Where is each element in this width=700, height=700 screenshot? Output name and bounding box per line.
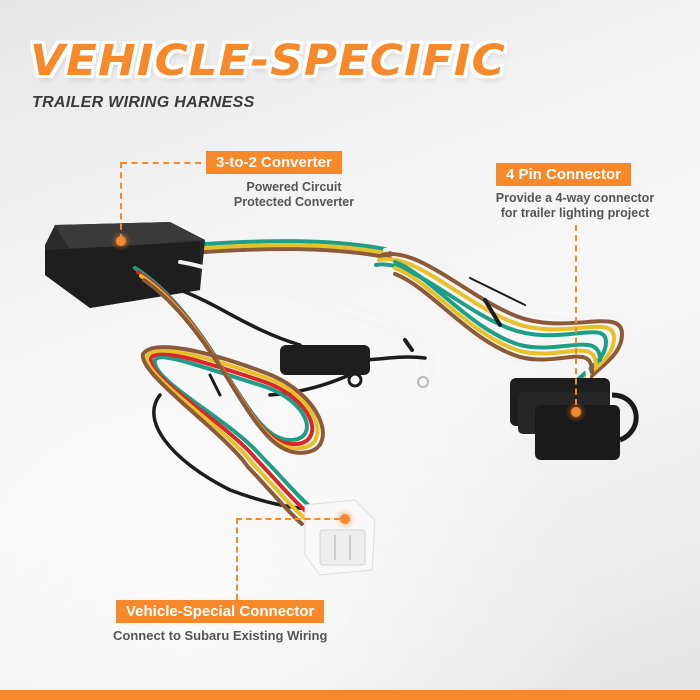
bottom-accent-bar [0,690,700,700]
vehicle-connector-leader-line-horizontal [236,518,340,520]
converter-box-shape [45,222,205,308]
converter-leader-line-vertical [120,162,122,240]
four-pin-label: 4 Pin Connector [496,163,632,186]
four-pin-description: Provide a 4-way connector for trailer li… [475,191,675,221]
vehicle-connector-leader-line-vertical [236,518,238,600]
page-subtitle: TRAILER WIRING HARNESS [32,94,255,111]
left-wire-coil [133,266,325,526]
converter-description: Powered Circuit Protected Converter [206,180,382,210]
page-title: VEHICLE-SPECIFIC [30,36,506,86]
vehicle-connector-label: Vehicle-Special Connector [116,600,325,623]
vehicle-connector-description: Connect to Subaru Existing Wiring [113,628,328,643]
converter-description-line1: Powered Circuit [246,180,342,194]
vehicle-connector-marker-dot [340,514,350,524]
inline-fuse-holder [280,345,370,388]
four-pin-description-line2: for trailer lighting project [500,206,650,220]
four-pin-leader-line [575,225,577,405]
converter-label: 3-to-2 Converter [206,151,342,174]
converter-leader-line-horizontal [121,162,201,164]
right-wire-coil [374,246,633,398]
main-wire-bundle [188,239,392,264]
four-pin-description-line1: Provide a 4-way connector [495,191,655,205]
four-pin-connector-shape [510,378,639,460]
converter-description-line2: Protected Converter [233,195,355,209]
vehicle-connector-shape [304,499,376,576]
converter-marker-dot [116,236,126,246]
four-pin-marker-dot [571,407,581,417]
white-ground-wire [178,260,436,388]
